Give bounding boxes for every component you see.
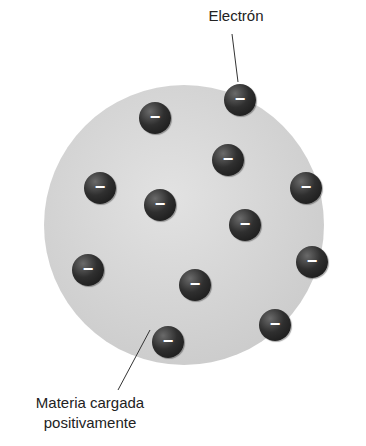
electron: − xyxy=(229,209,261,241)
electron: − xyxy=(259,309,291,341)
electron: − xyxy=(290,172,322,204)
electron: − xyxy=(212,144,244,176)
part-label: Electrón xyxy=(186,6,286,26)
positive-sphere xyxy=(44,85,324,365)
electron: − xyxy=(84,172,116,204)
leader-line xyxy=(118,330,150,390)
charge-sign: − xyxy=(83,260,94,278)
electron: − xyxy=(296,246,328,278)
charge-sign: − xyxy=(270,315,281,333)
charge-sign: − xyxy=(223,150,234,168)
electron: − xyxy=(144,189,176,221)
electron: − xyxy=(224,84,256,116)
charge-sign: − xyxy=(307,252,318,270)
electron: − xyxy=(152,326,184,358)
electron: − xyxy=(179,269,211,301)
charge-sign: − xyxy=(240,215,251,233)
charge-sign: − xyxy=(150,108,161,126)
leader-line xyxy=(232,34,238,82)
part-label: Materia cargada positivamente xyxy=(20,393,160,432)
charge-sign: − xyxy=(155,195,166,213)
electron: − xyxy=(72,254,104,286)
charge-sign: − xyxy=(301,178,312,196)
charge-sign: − xyxy=(95,178,106,196)
charge-sign: − xyxy=(235,90,246,108)
electron: − xyxy=(139,102,171,134)
charge-sign: − xyxy=(163,332,174,350)
charge-sign: − xyxy=(190,275,201,293)
